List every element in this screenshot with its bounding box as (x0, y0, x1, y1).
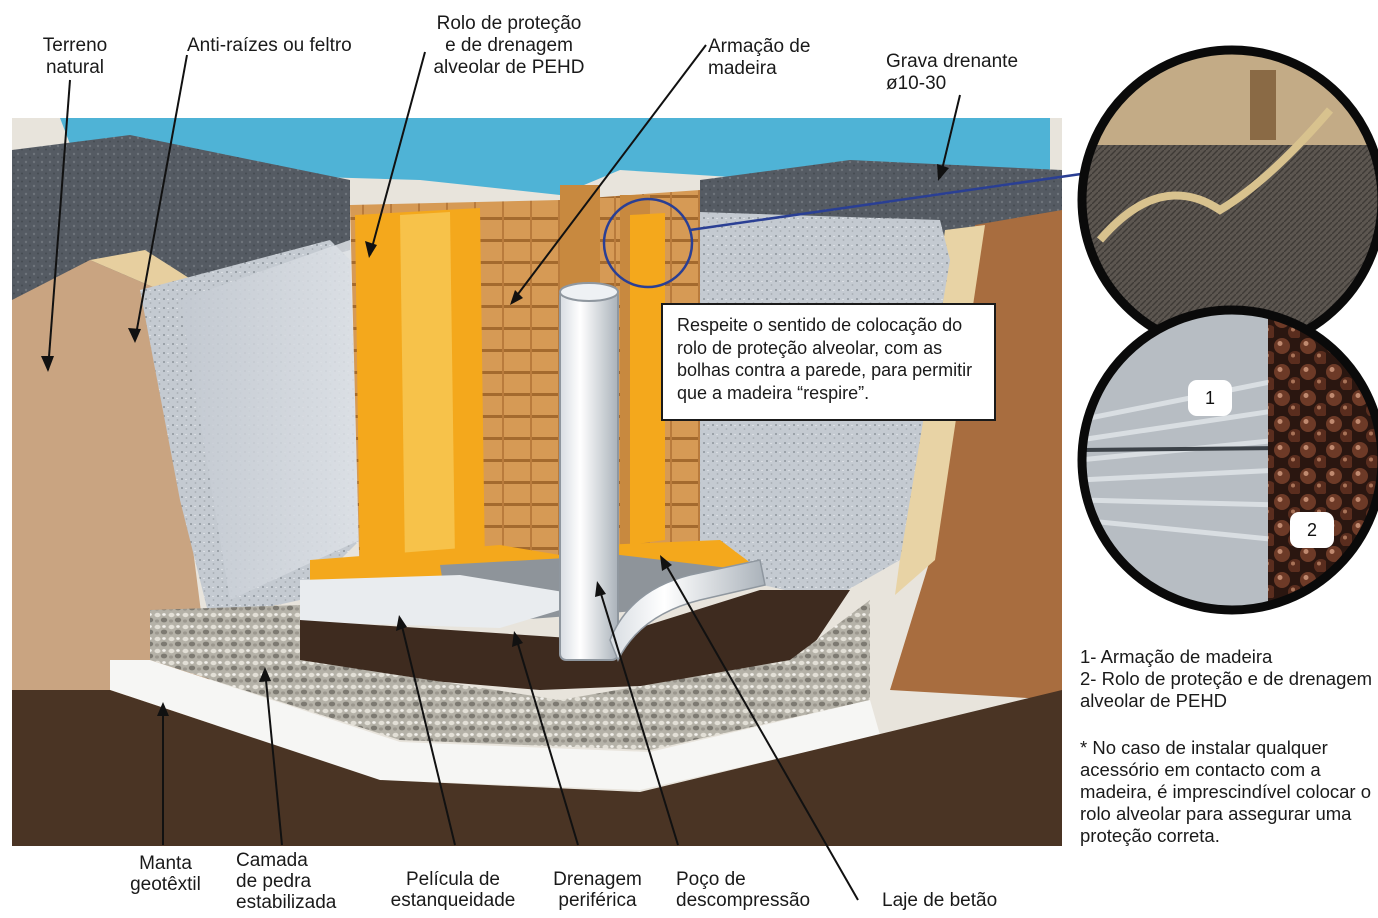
label-stone-layer: Camada de pedra estabilizada (236, 850, 337, 913)
legend-item-1: 1- Armação de madeira (1080, 646, 1273, 667)
label-anti-roots: Anti-raízes ou feltro (187, 35, 352, 56)
label-sealing-film: Película de estanqueidade (390, 869, 516, 911)
detail-closeup-top (1077, 45, 1378, 355)
footnote: * No caso de instalar qualquer acessório… (1080, 737, 1371, 846)
label-wood-frame: Armação de madeira (708, 36, 811, 79)
badge-2: 2 (1290, 512, 1334, 548)
detail-closeup-bottom (1077, 305, 1378, 615)
label-geotextile: Manta geotêxtil (130, 853, 201, 895)
label-natural-terrain: Terreno natural (42, 35, 108, 78)
label-protection-roll: Rolo de proteção e de drenagem alveolar … (433, 13, 585, 78)
label-decompression-well: Poço de descompressão (676, 869, 811, 911)
detail-highlight-circle (602, 197, 694, 289)
installation-callout: Respeite o sentido de colocação do rolo … (661, 303, 996, 421)
label-perimeter-drain: Drenagem periférica (553, 869, 642, 911)
legend-item-2: 2- Rolo de proteção e de drenagem alveol… (1080, 668, 1373, 711)
label-drain-gravel: Grava drenante ø10-30 (886, 51, 1019, 94)
badge-1: 1 (1188, 380, 1232, 416)
label-concrete-slab: Laje de betão (882, 890, 998, 911)
